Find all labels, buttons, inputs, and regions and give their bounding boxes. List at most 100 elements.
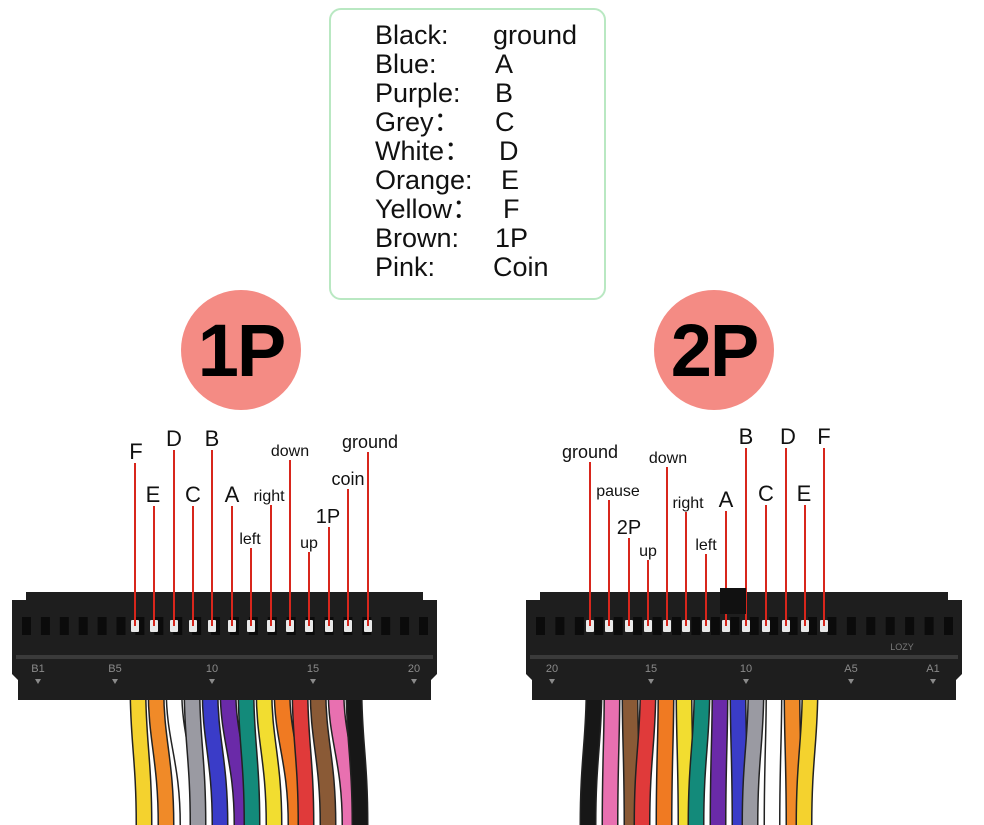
mark-arrow (209, 679, 215, 684)
wire (347, 689, 367, 825)
mark-arrow (549, 679, 555, 684)
housing-ridge (530, 655, 958, 659)
legend-signal: B (495, 78, 514, 108)
pin-label: F (129, 439, 142, 464)
wire (581, 689, 601, 825)
connector-mark: 20 (408, 663, 420, 675)
pin-label: left (695, 537, 717, 554)
wire (797, 689, 817, 825)
wire (221, 689, 249, 825)
legend-signal: E (501, 165, 520, 195)
pin-label: E (797, 481, 812, 506)
cavity (905, 617, 915, 635)
legend-color-name: Pink: (375, 252, 436, 282)
cavity (613, 617, 623, 635)
legend-color-name: Orange: (375, 165, 473, 195)
wire (765, 689, 781, 825)
pin-label: up (300, 535, 318, 552)
mark-arrow (310, 679, 316, 684)
wire (185, 689, 205, 825)
wire (203, 689, 227, 825)
mark-arrow (648, 679, 654, 684)
wire (635, 689, 655, 825)
connector-mark: B5 (108, 663, 121, 675)
cavity (730, 617, 740, 635)
mark-arrow (848, 679, 854, 684)
pin-label: coin (331, 469, 364, 489)
legend-signal: D (499, 136, 519, 166)
cavity (846, 617, 856, 635)
wire (743, 689, 763, 825)
cavity (22, 617, 31, 635)
legend-color-name: Grey： (375, 107, 461, 137)
legend-row: Orange: E (375, 166, 605, 195)
cavity (116, 617, 126, 635)
cavity (944, 617, 953, 635)
wire (167, 689, 195, 825)
cavity (381, 617, 391, 635)
wire (711, 689, 727, 825)
legend-signal: C (495, 107, 515, 137)
legend-color-name: Blue: (375, 49, 437, 79)
cavity (135, 617, 145, 635)
legend-row: Purple: B (375, 79, 605, 108)
cavity (672, 617, 681, 635)
connector-mark: 10 (206, 663, 218, 675)
housing-ridge (16, 655, 433, 659)
cavity (749, 617, 759, 635)
cavity (574, 617, 584, 635)
wire (257, 689, 281, 825)
wire (603, 689, 619, 825)
wire (689, 689, 709, 825)
legend-color-name: Brown: (375, 223, 460, 253)
pin-label: D (780, 424, 796, 449)
wire (239, 689, 259, 825)
legend-color-name: Yellow： (375, 194, 480, 224)
legend-color-name: Purple: (375, 78, 461, 108)
pin-label: right (253, 488, 285, 505)
cavity (154, 617, 164, 635)
badge-2p-label: 2P (670, 308, 760, 392)
mark-arrow (112, 679, 118, 684)
legend-row: Blue:A (375, 50, 605, 79)
cavity (555, 617, 565, 635)
pin-label: down (271, 443, 309, 460)
wire (329, 689, 357, 825)
connector-housing (12, 592, 437, 700)
pin-label: 1P (316, 506, 340, 528)
wire (293, 689, 313, 825)
connector-mark: A1 (926, 663, 939, 675)
legend-signal: 1P (495, 223, 529, 253)
legend-row: Pink:Coin (375, 253, 605, 282)
cavity (97, 617, 107, 635)
wire (785, 689, 801, 825)
connector-key (720, 588, 746, 614)
connector-code: LOZY (890, 642, 914, 652)
pin-label: D (166, 426, 182, 451)
cavity (924, 617, 934, 635)
pin-label: pause (596, 483, 640, 500)
mark-arrow (35, 679, 41, 684)
pin-label: B (205, 426, 220, 451)
pin-label: up (639, 543, 657, 560)
cavity (691, 617, 701, 635)
wire (131, 689, 151, 825)
pin-label: F (817, 424, 830, 449)
pin-label: C (185, 482, 201, 507)
pin-label: B (739, 424, 754, 449)
cavity (788, 617, 798, 635)
cavity (769, 617, 779, 635)
cavity (885, 617, 895, 635)
cavity (827, 617, 837, 635)
pin-label: ground (342, 432, 398, 452)
cavity (536, 617, 545, 635)
wire (311, 689, 335, 825)
legend-signal: F (503, 194, 520, 224)
legend-signal: ground (493, 20, 578, 50)
cavity (40, 617, 50, 635)
connector-mark: 20 (546, 663, 558, 675)
cavity (59, 617, 69, 635)
